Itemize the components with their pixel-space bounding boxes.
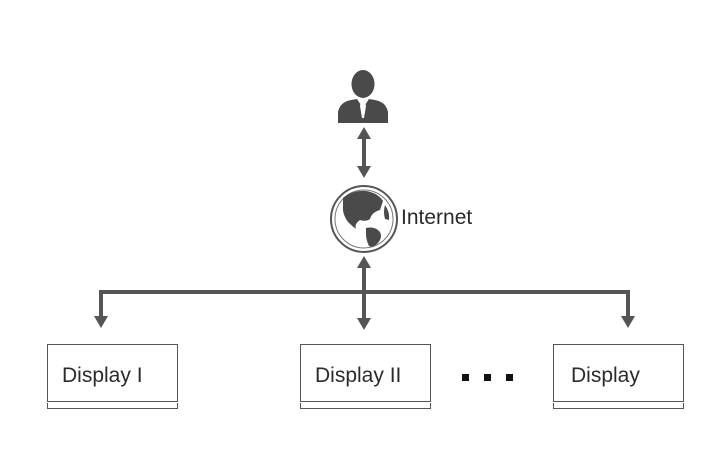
display-2-base [300,403,431,409]
ellipsis-dot [506,374,513,381]
internet-label: Internet [401,206,473,229]
display-2-box: Display II [300,344,431,402]
display-3-base [553,403,684,409]
globe-icon [330,185,398,253]
display-1-label: Display I [62,364,143,387]
ellipsis-dot [462,374,469,381]
display-3-box: Display [553,344,684,402]
display-3-label: Display [571,364,640,387]
person-icon [338,70,388,123]
user-internet-link [357,127,371,178]
display-1-base [47,403,178,409]
ellipsis-dot [484,374,491,381]
display-2-label: Display II [315,364,402,387]
display-1-box: Display I [47,344,178,402]
internet-distribution-lines [99,268,630,320]
arrowheads [94,256,635,330]
